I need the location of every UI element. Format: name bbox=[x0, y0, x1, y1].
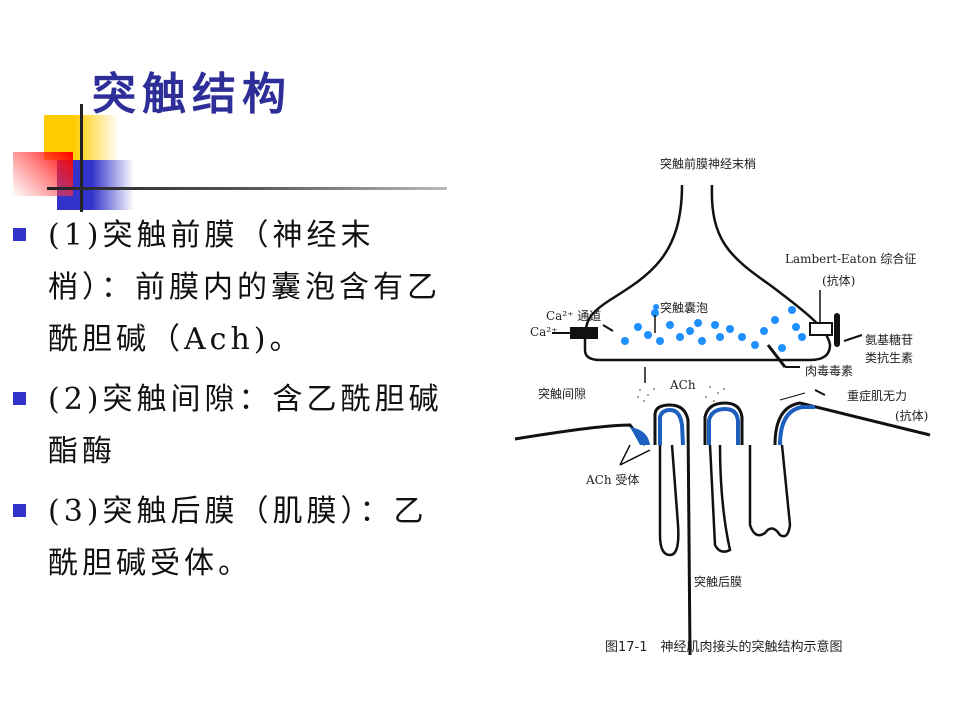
square-bullet-icon bbox=[13, 504, 26, 517]
label-aminoglycoside: 氨基糖苷 bbox=[865, 333, 914, 347]
figure-caption: 图17-1 神经肌肉接头的突触结构示意图 bbox=[605, 640, 843, 655]
label-vesicle: 突触囊泡 bbox=[660, 301, 709, 315]
square-bullet-icon bbox=[13, 392, 26, 405]
bullet-list: (1)突触前膜（神经末梢）：前膜内的囊泡含有乙酰胆碱（Ach)。 (2)突触间隙… bbox=[10, 210, 460, 598]
bullet-item: (1)突触前膜（神经末梢）：前膜内的囊泡含有乙酰胆碱（Ach)。 bbox=[10, 210, 460, 366]
label-ach-receptor: ACh 受体 bbox=[586, 473, 640, 487]
bullet-text: (3)突触后膜（肌膜）：乙酰胆碱受体。 bbox=[48, 494, 428, 581]
label-ach: ACh bbox=[670, 378, 696, 392]
decorative-vertical-line bbox=[80, 104, 83, 212]
label-ca-channel: Ca²⁺ 通道 bbox=[546, 309, 602, 323]
synapse-illustration-icon bbox=[514, 184, 931, 656]
label-myasthenia: 重症肌无力 bbox=[847, 389, 908, 403]
title-underline bbox=[47, 187, 447, 190]
bullet-item: (3)突触后膜（肌膜）：乙酰胆碱受体。 bbox=[10, 486, 460, 590]
bullet-item: (2)突触间隙：含乙酰胆碱酯酶 bbox=[10, 374, 460, 478]
label-myasthenia-antibody: (抗体) bbox=[895, 409, 929, 423]
label-lambert-eaton-antibody: (抗体) bbox=[822, 274, 856, 288]
label-botulinum: 肉毒毒素 bbox=[805, 364, 854, 378]
label-postsynaptic-membrane: 突触后膜 bbox=[694, 575, 743, 589]
slide-title: 突触结构 bbox=[92, 69, 292, 120]
neuromuscular-junction-diagram: 突触前膜神经末梢 Lambert-Eaton 综合征 (抗体) Ca²⁺ 通道 … bbox=[510, 145, 950, 665]
bullet-text: (1)突触前膜（神经末梢）：前膜内的囊泡含有乙酰胆碱（Ach)。 bbox=[48, 218, 441, 357]
label-lambert-eaton: Lambert-Eaton 综合征 bbox=[785, 252, 917, 266]
label-antibiotics: 类抗生素 bbox=[865, 351, 914, 365]
label-synaptic-cleft: 突触间隙 bbox=[538, 387, 587, 401]
square-bullet-icon bbox=[13, 228, 26, 241]
bullet-text: (2)突触间隙：含乙酰胆碱酯酶 bbox=[48, 382, 443, 469]
label-presynaptic-terminal: 突触前膜神经末梢 bbox=[660, 157, 757, 171]
label-ca-ion: Ca²⁺ bbox=[530, 325, 558, 339]
